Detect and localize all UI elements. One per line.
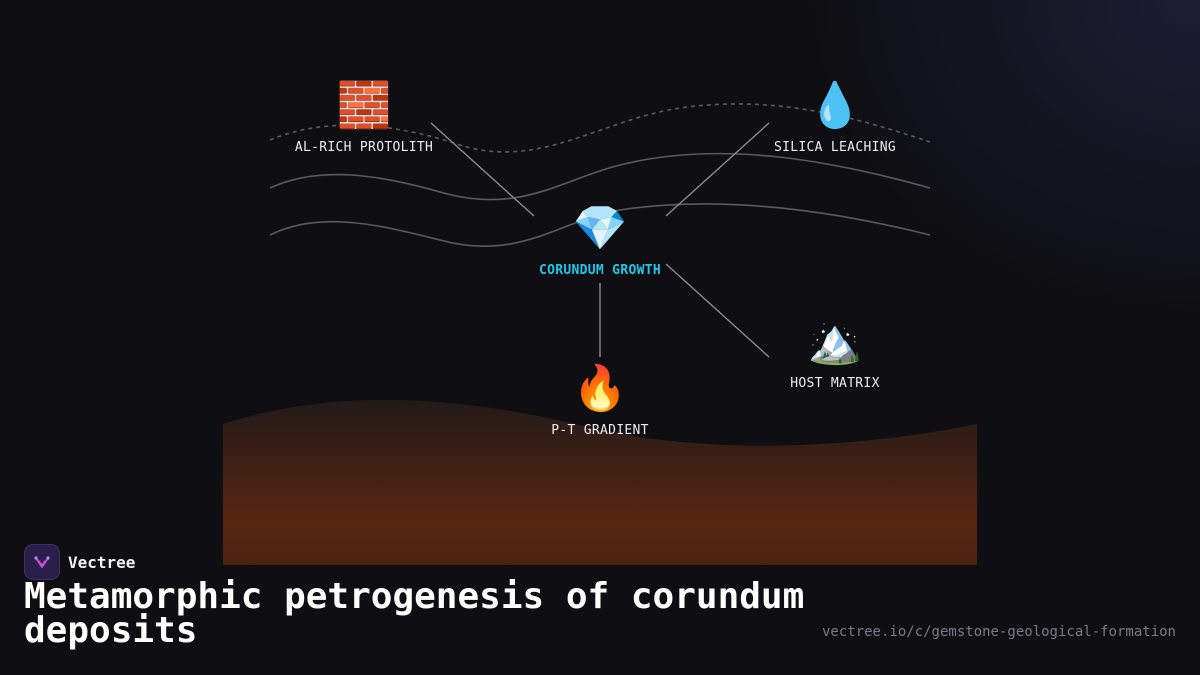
node-label-host: HOST MATRIX xyxy=(790,376,880,391)
brand[interactable]: Vectree xyxy=(24,544,135,580)
source-url[interactable]: vectree.io/c/gemstone-geological-formati… xyxy=(821,624,1176,640)
node-corundum-growth: 💎 CORUNDUM GROWTH xyxy=(490,203,710,278)
node-label-silica: SILICA LEACHING xyxy=(774,140,896,155)
node-label-pt: P-T GRADIENT xyxy=(551,423,649,438)
node-silica-leaching: 💧 SILICA LEACHING xyxy=(725,80,945,155)
vectree-logo-icon xyxy=(24,544,60,580)
node-label-protolith: AL-RICH PROTOLITH xyxy=(294,140,434,155)
connector-corundum-host xyxy=(665,263,770,358)
gem-icon: 💎 xyxy=(572,203,628,254)
node-host-matrix: 🏔️ HOST MATRIX xyxy=(725,316,945,391)
fire-icon: 🔥 xyxy=(572,363,628,414)
node-pt-gradient: 🔥 P-T GRADIENT xyxy=(490,363,710,438)
connector-protolith-corundum xyxy=(430,122,535,217)
droplet-icon: 💧 xyxy=(807,80,863,131)
node-protolith: 🧱 AL-RICH PROTOLITH xyxy=(254,80,474,155)
brand-name: Vectree xyxy=(68,552,136,572)
magma-layer xyxy=(223,399,977,565)
mountain-icon: 🏔️ xyxy=(807,316,863,367)
node-label-corundum: CORUNDUM GROWTH xyxy=(539,263,661,278)
page-title: Metamorphic petrogenesis of corundum dep… xyxy=(24,576,805,651)
brick-icon: 🧱 xyxy=(336,80,392,131)
strata-line-upper xyxy=(269,152,931,201)
connector-silica-corundum xyxy=(665,122,770,217)
strata-line-lower xyxy=(269,203,931,248)
